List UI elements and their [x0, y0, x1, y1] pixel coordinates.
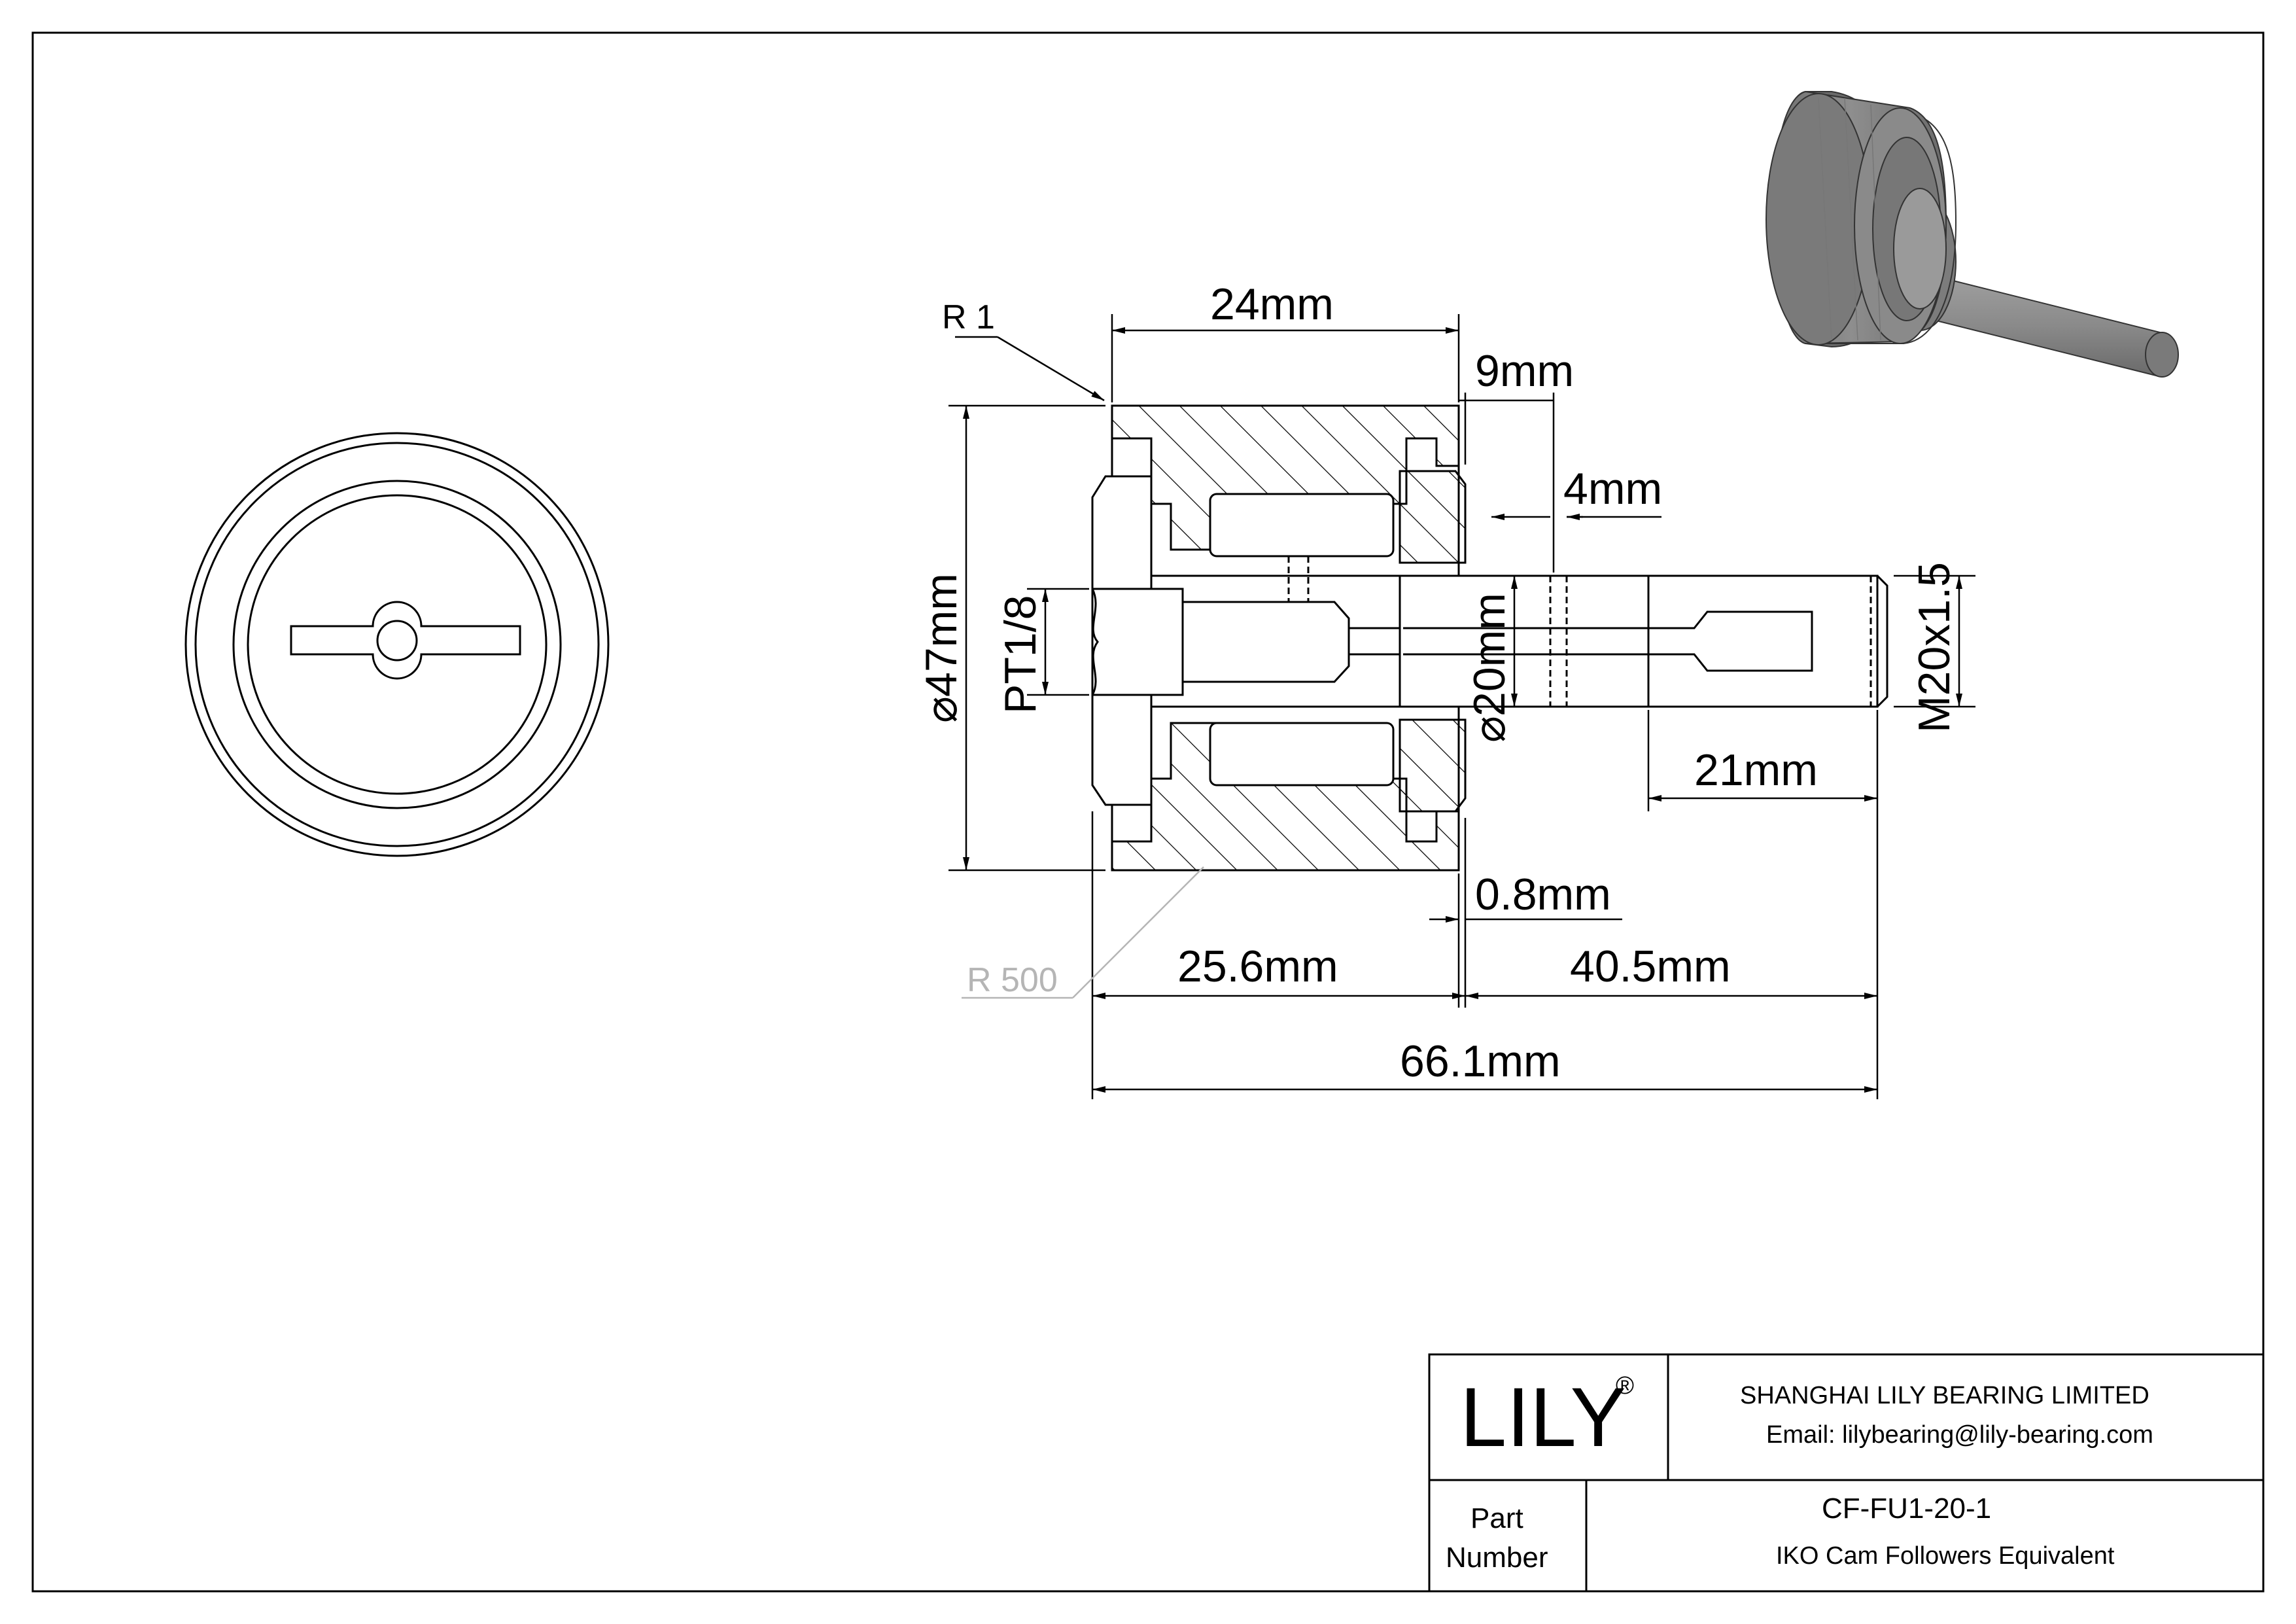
isometric-render	[1765, 90, 2179, 378]
dim-roller-256: 25.6mm	[1177, 942, 1338, 991]
dim-radius-1: R 1	[942, 298, 995, 336]
company-email: Email: lilybearing@lily-bearing.com	[1766, 1421, 2153, 1449]
dim-width-24: 24mm	[1210, 279, 1334, 329]
part-label-line2: Number	[1446, 1542, 1548, 1574]
dim-crown-r500: R 500	[967, 961, 1058, 999]
part-number: CF-FU1-20-1	[1822, 1492, 1991, 1525]
crown-radius-leader	[962, 866, 1204, 999]
dim-dia-symbol-47: ⌀	[916, 696, 966, 723]
dimension-lines	[948, 314, 1975, 1099]
dim-flange-9: 9mm	[1475, 346, 1574, 396]
dim-step-4: 4mm	[1563, 464, 1662, 514]
part-label-line1: Part	[1470, 1502, 1523, 1534]
dim-gap-08: 0.8mm	[1475, 870, 1611, 919]
sheet-border	[31, 31, 2265, 1593]
company-name: SHANGHAI LILY BEARING LIMITED	[1740, 1382, 2149, 1409]
part-description: IKO Cam Followers Equivalent	[1776, 1542, 2115, 1570]
dim-thread-m20: M20x1.5	[1909, 562, 1959, 733]
dim-dia-symbol-20: ⌀	[1465, 716, 1514, 743]
dim-dia-47: 47mm	[916, 573, 966, 697]
company-logo: LILY	[1460, 1371, 1626, 1464]
dimension-labels: 24mm R 1 9mm 4mm 21mm 0.8mm 25.6mm 40.5m…	[916, 279, 1959, 1086]
dim-overall-661: 66.1mm	[1400, 1036, 1561, 1086]
dim-thread-21: 21mm	[1694, 745, 1818, 795]
section-view	[1091, 404, 1888, 872]
registered-mark: ®	[1616, 1372, 1634, 1400]
dim-dia-20: 20mm	[1465, 593, 1514, 716]
dim-grease-port: PT1/8	[996, 595, 1045, 714]
end-view	[184, 432, 610, 857]
dim-stud-405: 40.5mm	[1570, 942, 1731, 991]
title-block	[1428, 1353, 2265, 1593]
